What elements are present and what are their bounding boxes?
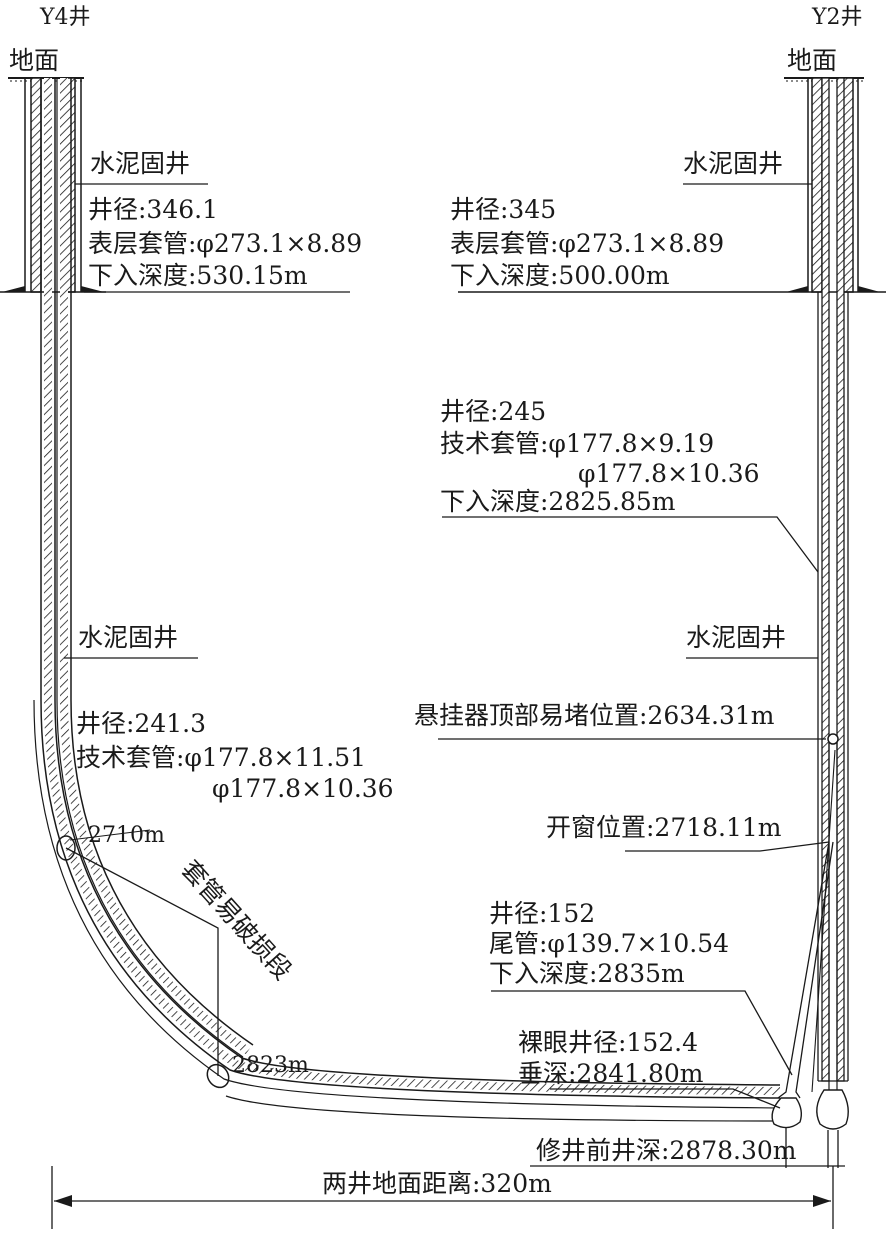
- y2-surface-casing-label: 表层套管:φ273.1×8.89: [450, 229, 724, 258]
- y2-cement-mid-label: 水泥固井: [686, 623, 786, 652]
- y4-damage-zone: 套管易破损段: [176, 855, 298, 986]
- y4-well-name: Y4井: [39, 5, 91, 30]
- y2-liner-leader: [491, 990, 793, 1076]
- y2-openhole-leader: [550, 1088, 781, 1109]
- y4-surface-depth: 下入深度:530.15m: [88, 261, 308, 290]
- y4-cement-mid-label: 水泥固井: [78, 623, 178, 652]
- y2-well: [438, 77, 886, 1168]
- y4-tech-casing-2: φ177.8×10.36: [212, 774, 394, 803]
- y2-surface-depth: 下入深度:500.00m: [450, 261, 670, 290]
- y2-liner-bore: 井径:152: [489, 899, 595, 928]
- y2-liner-casing: 尾管:φ139.7×10.54: [489, 929, 729, 958]
- y4-cement-top-label: 水泥固井: [90, 149, 190, 178]
- y2-tech-casing-2: φ177.8×10.36: [578, 459, 760, 488]
- y4-surface-casing: [0, 77, 106, 293]
- y2-surface-bore: 井径:345: [450, 195, 556, 224]
- y4-tech-bore: 井径:241.3: [76, 709, 206, 738]
- y2-tech-bore: 井径:245: [440, 397, 546, 426]
- y2-openhole-vertical: 垂深:2841.80m: [518, 1059, 704, 1088]
- y2-window-leader: [625, 841, 830, 852]
- y2-tech-depth-leader: [442, 516, 819, 573]
- y4-damage-markers: [56, 829, 230, 1089]
- y2-cement-top-label: 水泥固井: [683, 149, 783, 178]
- y2-tech-casing-1: 技术套管:φ177.8×9.19: [440, 429, 714, 458]
- y2-td-label: 修井前井深:2878.30m: [536, 1136, 797, 1165]
- y4-ground-label: 地面: [9, 46, 59, 75]
- y2-well-name: Y2井: [811, 5, 863, 30]
- y2-tech-depth: 下入深度:2825.85m: [440, 487, 676, 516]
- y4-surface-casing-label: 表层套管:φ273.1×8.89: [88, 229, 362, 258]
- y4-mark-bottom: 2823m: [232, 1053, 309, 1078]
- y4-mark-top: 2710m: [88, 823, 165, 848]
- y2-tech-casing: [817, 77, 849, 1082]
- distance-dimension: [51, 1166, 834, 1229]
- y2-liner-depth: 下入深度:2835m: [489, 959, 685, 988]
- y4-tech-casing: [33, 78, 783, 1122]
- y2-ground-label: 地面: [787, 46, 837, 75]
- distance-label: 两井地面距离:320m: [322, 1169, 552, 1198]
- y2-sidetrack: [777, 749, 836, 1099]
- y4-surface-bore: 井径:346.1: [88, 195, 218, 224]
- y4-well: [0, 77, 783, 1122]
- labels: Y4井 地面 水泥固井 井径:346.1 表层套管:φ273.1×8.89 下入…: [9, 5, 863, 1198]
- y4-tech-casing-1: 技术套管:φ177.8×11.51: [76, 743, 366, 772]
- y2-hanger-label: 悬挂器顶部易堵位置:2634.31m: [414, 701, 775, 730]
- y2-window-label: 开窗位置:2718.11m: [546, 813, 782, 842]
- y2-openhole-bore: 裸眼井径:152.4: [518, 1028, 698, 1057]
- y2-openhole-bulbs: [771, 1089, 849, 1168]
- y2-liner: [827, 733, 839, 1090]
